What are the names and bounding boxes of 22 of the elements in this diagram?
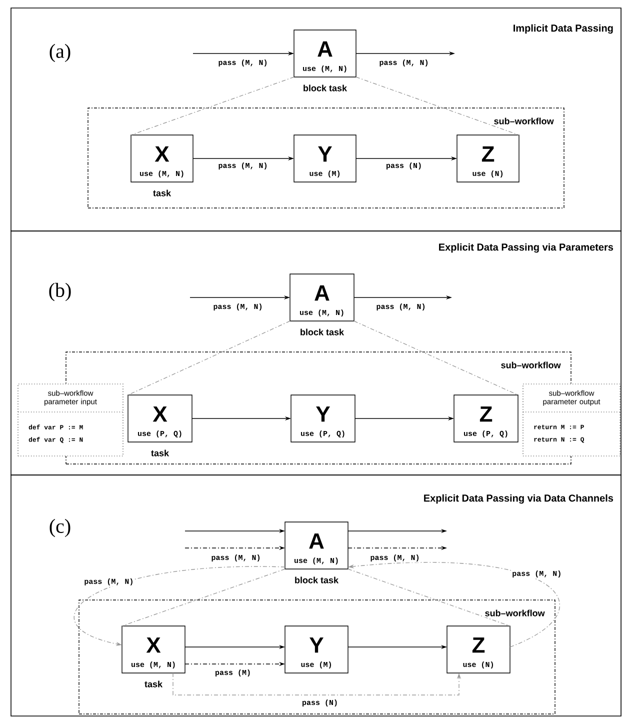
box-caption: block task — [304, 84, 348, 92]
box-caption: task — [151, 450, 170, 456]
panel-title: Implicit Data Passing — [514, 24, 613, 34]
frame-label: sub–workflow — [484, 608, 546, 618]
panel-letter: (b) — [49, 282, 71, 302]
connector-line — [348, 568, 510, 626]
panel-title: Explicit Data Passing via Parameters — [439, 243, 614, 253]
panel-letter: (c) — [50, 518, 70, 538]
connector-line — [122, 568, 286, 626]
connector-line — [356, 76, 520, 136]
box-caption: task — [153, 190, 172, 196]
frame-label: sub–workflow — [500, 360, 562, 370]
box-caption: task — [144, 680, 163, 688]
connector-line — [130, 76, 294, 136]
arrow — [74, 566, 286, 646]
sub-workflow-frame — [88, 108, 564, 208]
panel-letter: (a) — [50, 44, 70, 62]
box-caption: block task — [295, 576, 339, 584]
frame-label: sub–workflow — [492, 116, 555, 126]
sub-workflow-frame — [78, 600, 556, 714]
panel-title: Explicit Data Passing via Data Channels — [424, 494, 614, 504]
box-caption: block task — [300, 328, 344, 336]
